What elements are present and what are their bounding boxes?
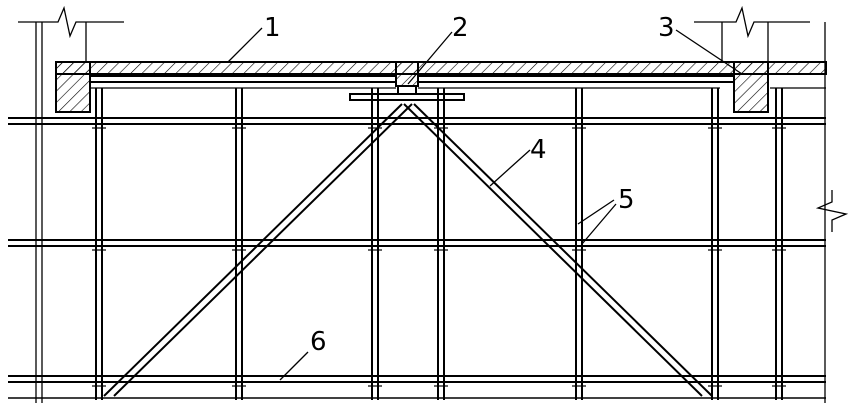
callout-5: 5 bbox=[618, 185, 635, 215]
break-line-side bbox=[815, 190, 848, 232]
diagonal-braces bbox=[103, 103, 713, 397]
callout-6: 6 bbox=[310, 327, 327, 357]
break-line-left bbox=[18, 5, 124, 39]
vertical-standards bbox=[95, 88, 783, 400]
top-bearing-plate bbox=[349, 86, 465, 101]
horizontal-ledgers bbox=[8, 117, 826, 399]
concrete-slab bbox=[55, 61, 827, 113]
formwork bbox=[90, 75, 826, 89]
leader-lines bbox=[227, 27, 743, 381]
callout-2: 2 bbox=[452, 13, 469, 43]
right-wall bbox=[721, 22, 826, 403]
callout-1: 1 bbox=[264, 13, 281, 43]
callout-4: 4 bbox=[530, 135, 547, 165]
break-line-right bbox=[694, 5, 810, 39]
left-wall bbox=[35, 22, 87, 403]
callout-3: 3 bbox=[658, 13, 675, 43]
